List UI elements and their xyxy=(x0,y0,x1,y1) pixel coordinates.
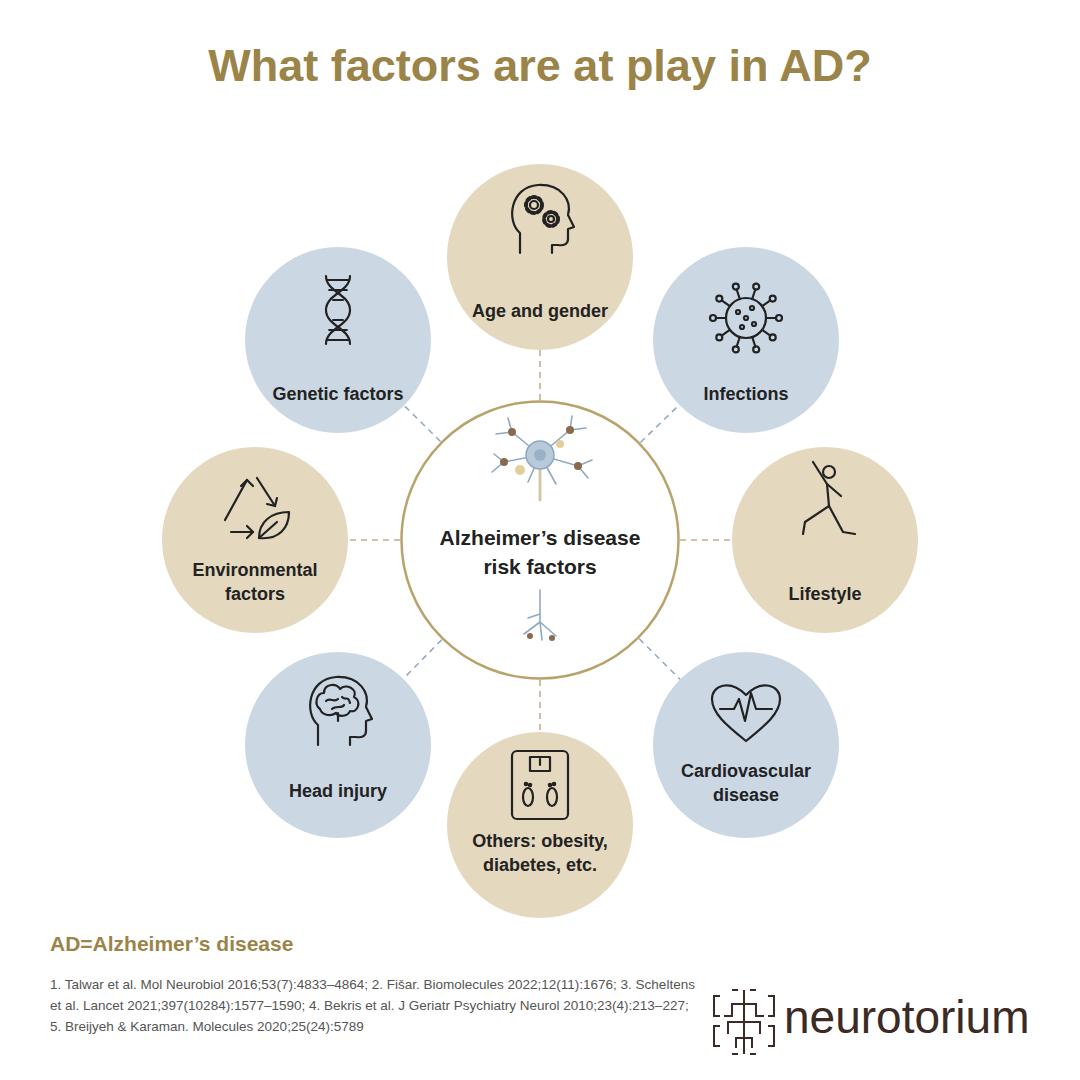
logo-icon xyxy=(714,990,774,1054)
factor-label: Lifestyle xyxy=(745,583,905,606)
recycle-icon xyxy=(225,478,289,538)
circle-outline xyxy=(447,164,633,350)
circle-outline xyxy=(732,447,918,633)
heart-icon xyxy=(712,685,780,741)
factor-label: Infections xyxy=(666,383,826,406)
dashed-connector xyxy=(539,680,541,732)
title: What factors are at play in AD? xyxy=(0,40,1080,92)
text-holder: Alzheimer’s disease risk factors xyxy=(420,523,660,582)
circle-shape xyxy=(245,247,431,433)
factor-label: Genetic factors xyxy=(258,383,418,406)
circle-shape xyxy=(653,652,839,838)
dashed-connector xyxy=(348,539,400,541)
dna-icon xyxy=(326,276,350,344)
text-holder: Environmental factors xyxy=(175,559,335,606)
dashed-connector xyxy=(640,405,679,443)
circle-shape xyxy=(447,164,633,350)
dashed-connector xyxy=(539,350,541,400)
risk-factor-circle: Cardiovascular disease xyxy=(653,652,839,838)
dashed-connector xyxy=(680,539,732,541)
factor-label: Head injury xyxy=(258,780,418,803)
circle-outline xyxy=(447,732,633,918)
factor-label: Environmental factors xyxy=(175,559,335,606)
circle-shape xyxy=(653,247,839,433)
dashed-connector xyxy=(404,405,440,441)
factor-label: Cardiovascular disease xyxy=(666,760,826,807)
circle-shape xyxy=(447,732,633,918)
circle-shape xyxy=(732,447,918,633)
risk-factor-circle: Others: obesity, diabetes, etc. xyxy=(447,732,633,918)
circle-shape xyxy=(245,652,431,838)
text-holder: Others: obesity, diabetes, etc. xyxy=(460,830,620,877)
text-holder: Lifestyle xyxy=(745,583,905,606)
circle-outline xyxy=(653,247,839,433)
logo-wordmark: neurotorium xyxy=(784,992,1029,1043)
text-holder: Age and gender xyxy=(460,300,620,323)
text-holder: Genetic factors xyxy=(258,383,418,406)
circle-outline xyxy=(245,652,431,838)
factor-label: Others: obesity, diabetes, etc. xyxy=(460,830,620,877)
dashed-connector xyxy=(403,640,441,679)
age-icon xyxy=(512,185,574,253)
abbreviation-note: AD=Alzheimer’s disease xyxy=(50,930,650,957)
risk-factor-circle: Infections xyxy=(653,247,839,433)
reference-list: 1. Talwar et al. Mol Neurobiol 2016;53(7… xyxy=(50,975,695,1038)
circle-shape xyxy=(402,402,679,679)
circle-outline xyxy=(162,447,348,633)
central-circle: Alzheimer’s disease risk factors xyxy=(400,400,680,680)
factor-label: Age and gender xyxy=(460,300,620,323)
brain-icon xyxy=(310,677,372,745)
circle-outline xyxy=(245,247,431,433)
circle-outline xyxy=(653,652,839,838)
yoga-icon xyxy=(803,462,855,534)
text-holder: Infections xyxy=(666,383,826,406)
text-holder: Head injury xyxy=(258,780,418,803)
risk-factor-circle: Environmental factors xyxy=(162,447,348,633)
text-holder: Cardiovascular disease xyxy=(666,760,826,807)
risk-factor-circle: Head injury xyxy=(245,652,431,838)
virus-icon xyxy=(710,284,782,353)
circle-shape xyxy=(162,447,348,633)
center-label: Alzheimer’s disease risk factors xyxy=(420,523,660,582)
risk-factor-circle: Genetic factors xyxy=(245,247,431,433)
risk-factor-circle: Lifestyle xyxy=(732,447,918,633)
risk-factor-circle: Age and gender xyxy=(447,164,633,350)
dashed-connector xyxy=(639,639,680,680)
scale-icon xyxy=(512,751,568,819)
